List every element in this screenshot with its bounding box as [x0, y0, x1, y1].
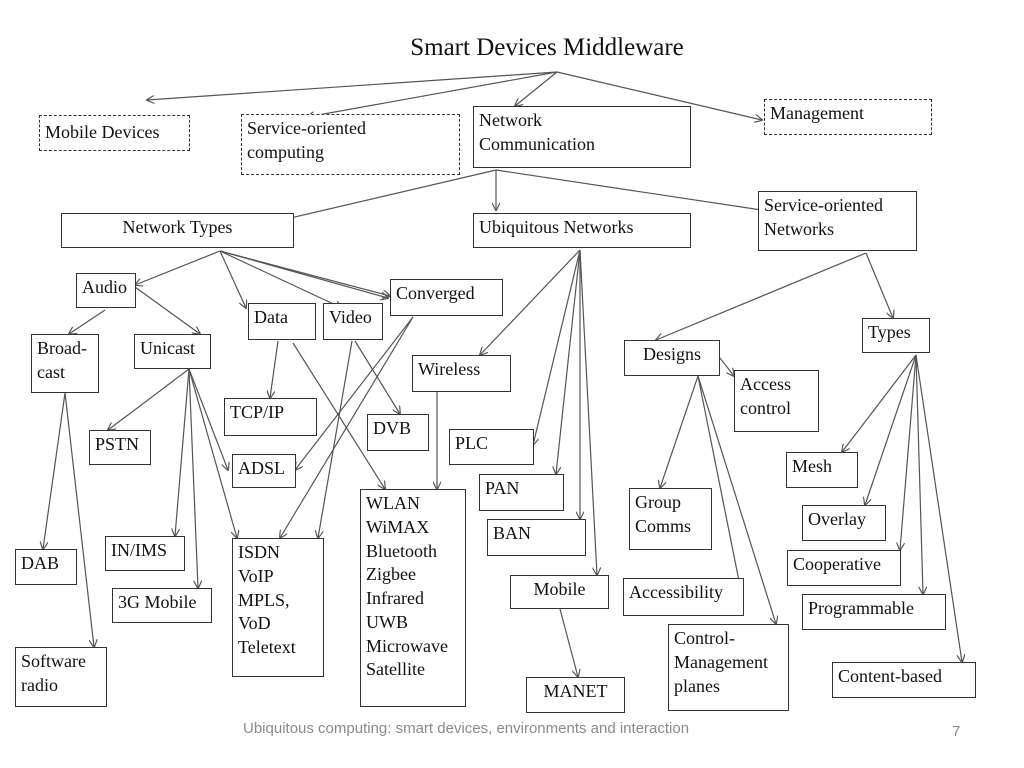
node-mobile: Mobile — [510, 575, 609, 609]
connector-arrow — [842, 354, 917, 452]
connector-arrow — [495, 169, 788, 214]
node-programmable: Programmable — [802, 594, 946, 630]
connector-arrow — [660, 375, 699, 488]
node-content-based: Content-based — [832, 662, 976, 698]
node-video: Video — [323, 303, 383, 340]
node-control-management-planes: Control- Management planes — [668, 624, 789, 711]
connector-arrow — [188, 368, 237, 538]
connector-arrow — [915, 354, 923, 594]
connector-arrow — [556, 71, 762, 120]
node-mobile-devices: Mobile Devices — [39, 115, 190, 151]
node-plc: PLC — [449, 429, 534, 465]
connector-arrow — [270, 340, 279, 398]
connector-arrow — [556, 249, 581, 474]
node-wireless: Wireless — [412, 355, 511, 392]
node-tcp-ip: TCP/IP — [224, 398, 317, 436]
node-3g-mobile: 3G Mobile — [112, 588, 212, 623]
connector-arrow — [64, 392, 94, 647]
connector-arrow — [559, 608, 578, 677]
connector-arrow — [108, 368, 190, 430]
connector-arrow — [69, 309, 106, 334]
connector-arrow — [219, 250, 246, 308]
node-data: Data — [248, 303, 316, 340]
page-number: 7 — [952, 723, 961, 740]
node-access-control: Access control — [734, 370, 819, 432]
connector-arrow — [697, 375, 776, 624]
connector-arrow — [354, 340, 400, 414]
node-audio: Audio — [76, 273, 136, 308]
connector-arrow — [865, 354, 917, 505]
node-converged: Converged — [390, 279, 503, 316]
node-dvb: DVB — [367, 414, 429, 451]
connector-arrow — [865, 252, 893, 318]
node-adsl: ADSL — [232, 454, 296, 488]
connector-arrow — [135, 250, 221, 285]
node-network-types: Network Types — [61, 213, 294, 248]
node-dab: DAB — [15, 549, 77, 585]
node-ban: BAN — [487, 519, 586, 556]
node-service-oriented-networks: Service-oriented Networks — [758, 191, 917, 251]
connector-arrow — [175, 368, 190, 536]
node-pan: PAN — [479, 474, 564, 511]
connector-arrow — [188, 368, 228, 470]
node-wireless-technologies: WLAN WiMAX Bluetooth Zigbee Infrared UWB… — [360, 489, 466, 707]
connector-arrow — [147, 71, 558, 100]
node-types: Types — [862, 318, 930, 353]
connector-arrow — [533, 249, 581, 445]
node-mesh: Mesh — [786, 452, 858, 488]
node-designs: Designs — [624, 340, 720, 376]
node-network-communication: Network Communication — [473, 106, 691, 168]
node-broadcast: Broad- cast — [31, 334, 99, 393]
node-ubiquitous-networks: Ubiquitous Networks — [473, 213, 691, 248]
node-management: Management — [764, 99, 932, 135]
connector-arrow — [915, 354, 962, 662]
connector-arrow — [219, 250, 390, 296]
footer-caption: Ubiquitous computing: smart devices, env… — [243, 720, 690, 737]
connector-arrow — [295, 316, 414, 470]
node-pstn: PSTN — [89, 430, 151, 465]
node-in-ims: IN/IMS — [105, 536, 185, 571]
node-software-radio: Software radio — [15, 647, 107, 707]
connector-arrow — [480, 249, 581, 355]
node-cooperative: Cooperative — [787, 550, 901, 586]
connector-arrow — [697, 375, 740, 586]
connector-arrow — [188, 368, 198, 588]
connector-arrow — [219, 250, 342, 308]
node-manet: MANET — [526, 677, 625, 713]
node-unicast: Unicast — [134, 334, 211, 369]
connector-arrow — [134, 286, 200, 334]
connector-arrow — [900, 354, 917, 550]
connector-arrow — [579, 249, 597, 575]
connector-arrow — [280, 316, 414, 538]
node-isdn-voip-group: ISDN VoIP MPLS, VoD Teletext — [232, 538, 324, 677]
connector-arrow — [318, 340, 353, 538]
connector-arrow — [43, 392, 66, 549]
node-accessibility: Accessibility — [623, 578, 744, 616]
node-group-comms: Group Comms — [629, 488, 712, 550]
node-service-oriented-computing: Service-oriented computing — [241, 114, 460, 175]
node-overlay: Overlay — [802, 505, 886, 541]
connector-arrow — [719, 357, 734, 376]
connector-arrow — [307, 71, 558, 117]
diagram-title: Smart Devices Middleware — [410, 34, 684, 61]
connector-arrow — [515, 71, 558, 106]
connector-arrow — [656, 252, 867, 340]
